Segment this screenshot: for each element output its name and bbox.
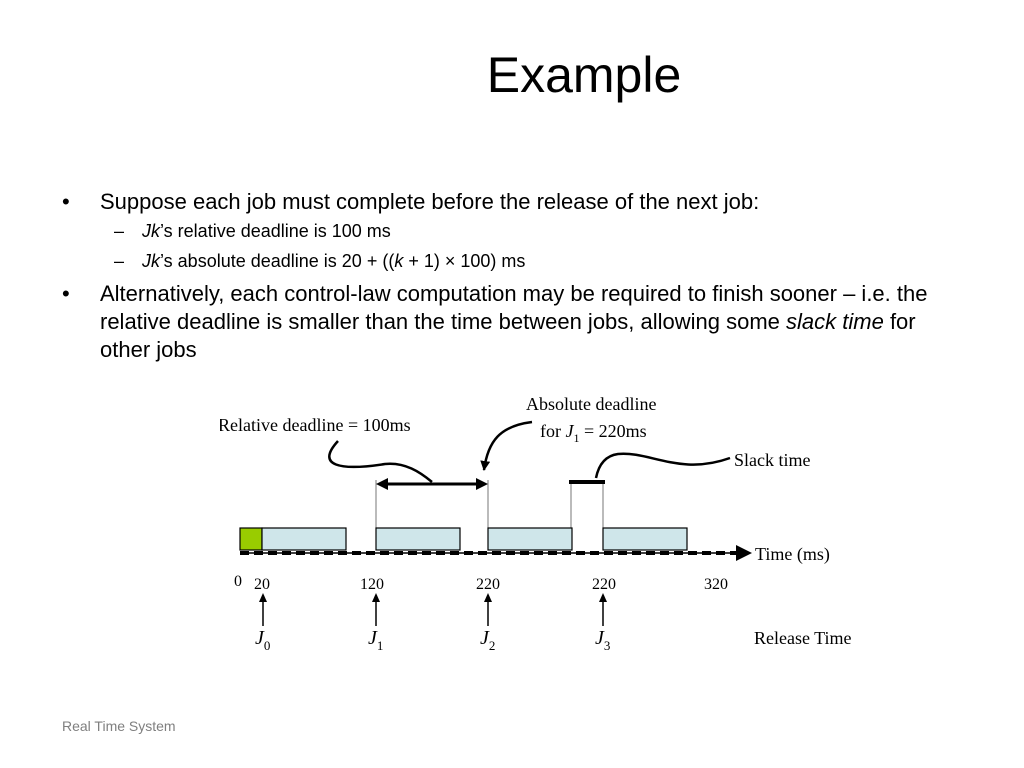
job-label-j3: J3 <box>595 627 610 653</box>
slide-title: Example <box>486 47 682 103</box>
tick-320: 320 <box>704 576 728 593</box>
sub-bullet-absolute-deadline: Jk’s absolute deadline is 20 + ((k + 1) … <box>62 246 962 276</box>
tick-120: 120 <box>360 576 384 593</box>
job-symbol: Jk <box>142 251 160 271</box>
absolute-deadline-end: + 1) × 100) ms <box>403 251 526 271</box>
slack-time-callout <box>594 452 731 479</box>
job-block-j0 <box>261 527 347 551</box>
absolute-deadline-callout <box>480 420 533 471</box>
time-axis-arrowhead <box>736 545 752 561</box>
release-arrowhead-j1 <box>372 593 380 602</box>
sub-bullet-relative-deadline: Jk’s relative deadline is 100 ms <box>62 216 962 246</box>
release-arrowhead-j2 <box>484 593 492 602</box>
release-arrowhead-j0 <box>259 593 267 602</box>
alternatively-end: for other jobs <box>100 309 916 362</box>
release-arrowhead-j3 <box>599 593 607 602</box>
bullet-alternatively: Alternatively, each control-law computat… <box>62 280 962 364</box>
job-symbol: Jk <box>142 221 160 241</box>
initial-block <box>239 527 263 551</box>
timeline-diagram: Relative deadline = 100ms Absolute deadl… <box>220 386 900 666</box>
k-symbol: k <box>394 251 404 271</box>
relative-deadline-label: Relative deadline = 100ms <box>220 415 411 435</box>
tick-220-b: 220 <box>592 576 616 593</box>
slack-time-emphasis: slack time <box>786 309 884 334</box>
job-block-j1 <box>375 527 461 551</box>
relative-deadline-arrowhead-right <box>476 478 488 490</box>
relative-deadline-text: ’s relative deadline is 100 ms <box>160 221 391 241</box>
relative-deadline-callout <box>328 440 433 483</box>
absolute-deadline-text: ’s absolute deadline is 20 + (( <box>160 251 395 271</box>
job-label-j2: J2 <box>480 627 495 653</box>
slack-time-label: Slack time <box>734 450 810 470</box>
timeline-svg: Relative deadline = 100ms Absolute deadl… <box>220 394 852 653</box>
bullet-list: Suppose each job must complete before th… <box>62 188 962 364</box>
release-time-label: Release Time <box>754 628 852 648</box>
tick-0: 0 <box>234 573 242 590</box>
absolute-deadline-label: Absolute deadline <box>526 394 656 414</box>
job-block-j3 <box>602 527 688 551</box>
bullet-suppose: Suppose each job must complete before th… <box>62 188 962 216</box>
tick-220-a: 220 <box>476 576 500 593</box>
time-axis-label: Time (ms) <box>755 544 830 565</box>
tick-20: 20 <box>254 576 270 593</box>
job-block-j2 <box>487 527 573 551</box>
alternatively-text: Alternatively, each control-law computat… <box>100 281 928 334</box>
slide-footer: Real Time System <box>62 718 176 734</box>
absolute-deadline-for-label: for J1 = 220ms <box>540 421 647 445</box>
job-label-j1: J1 <box>368 627 383 653</box>
relative-deadline-arrowhead-left <box>376 478 388 490</box>
job-label-j0: J0 <box>255 627 270 653</box>
